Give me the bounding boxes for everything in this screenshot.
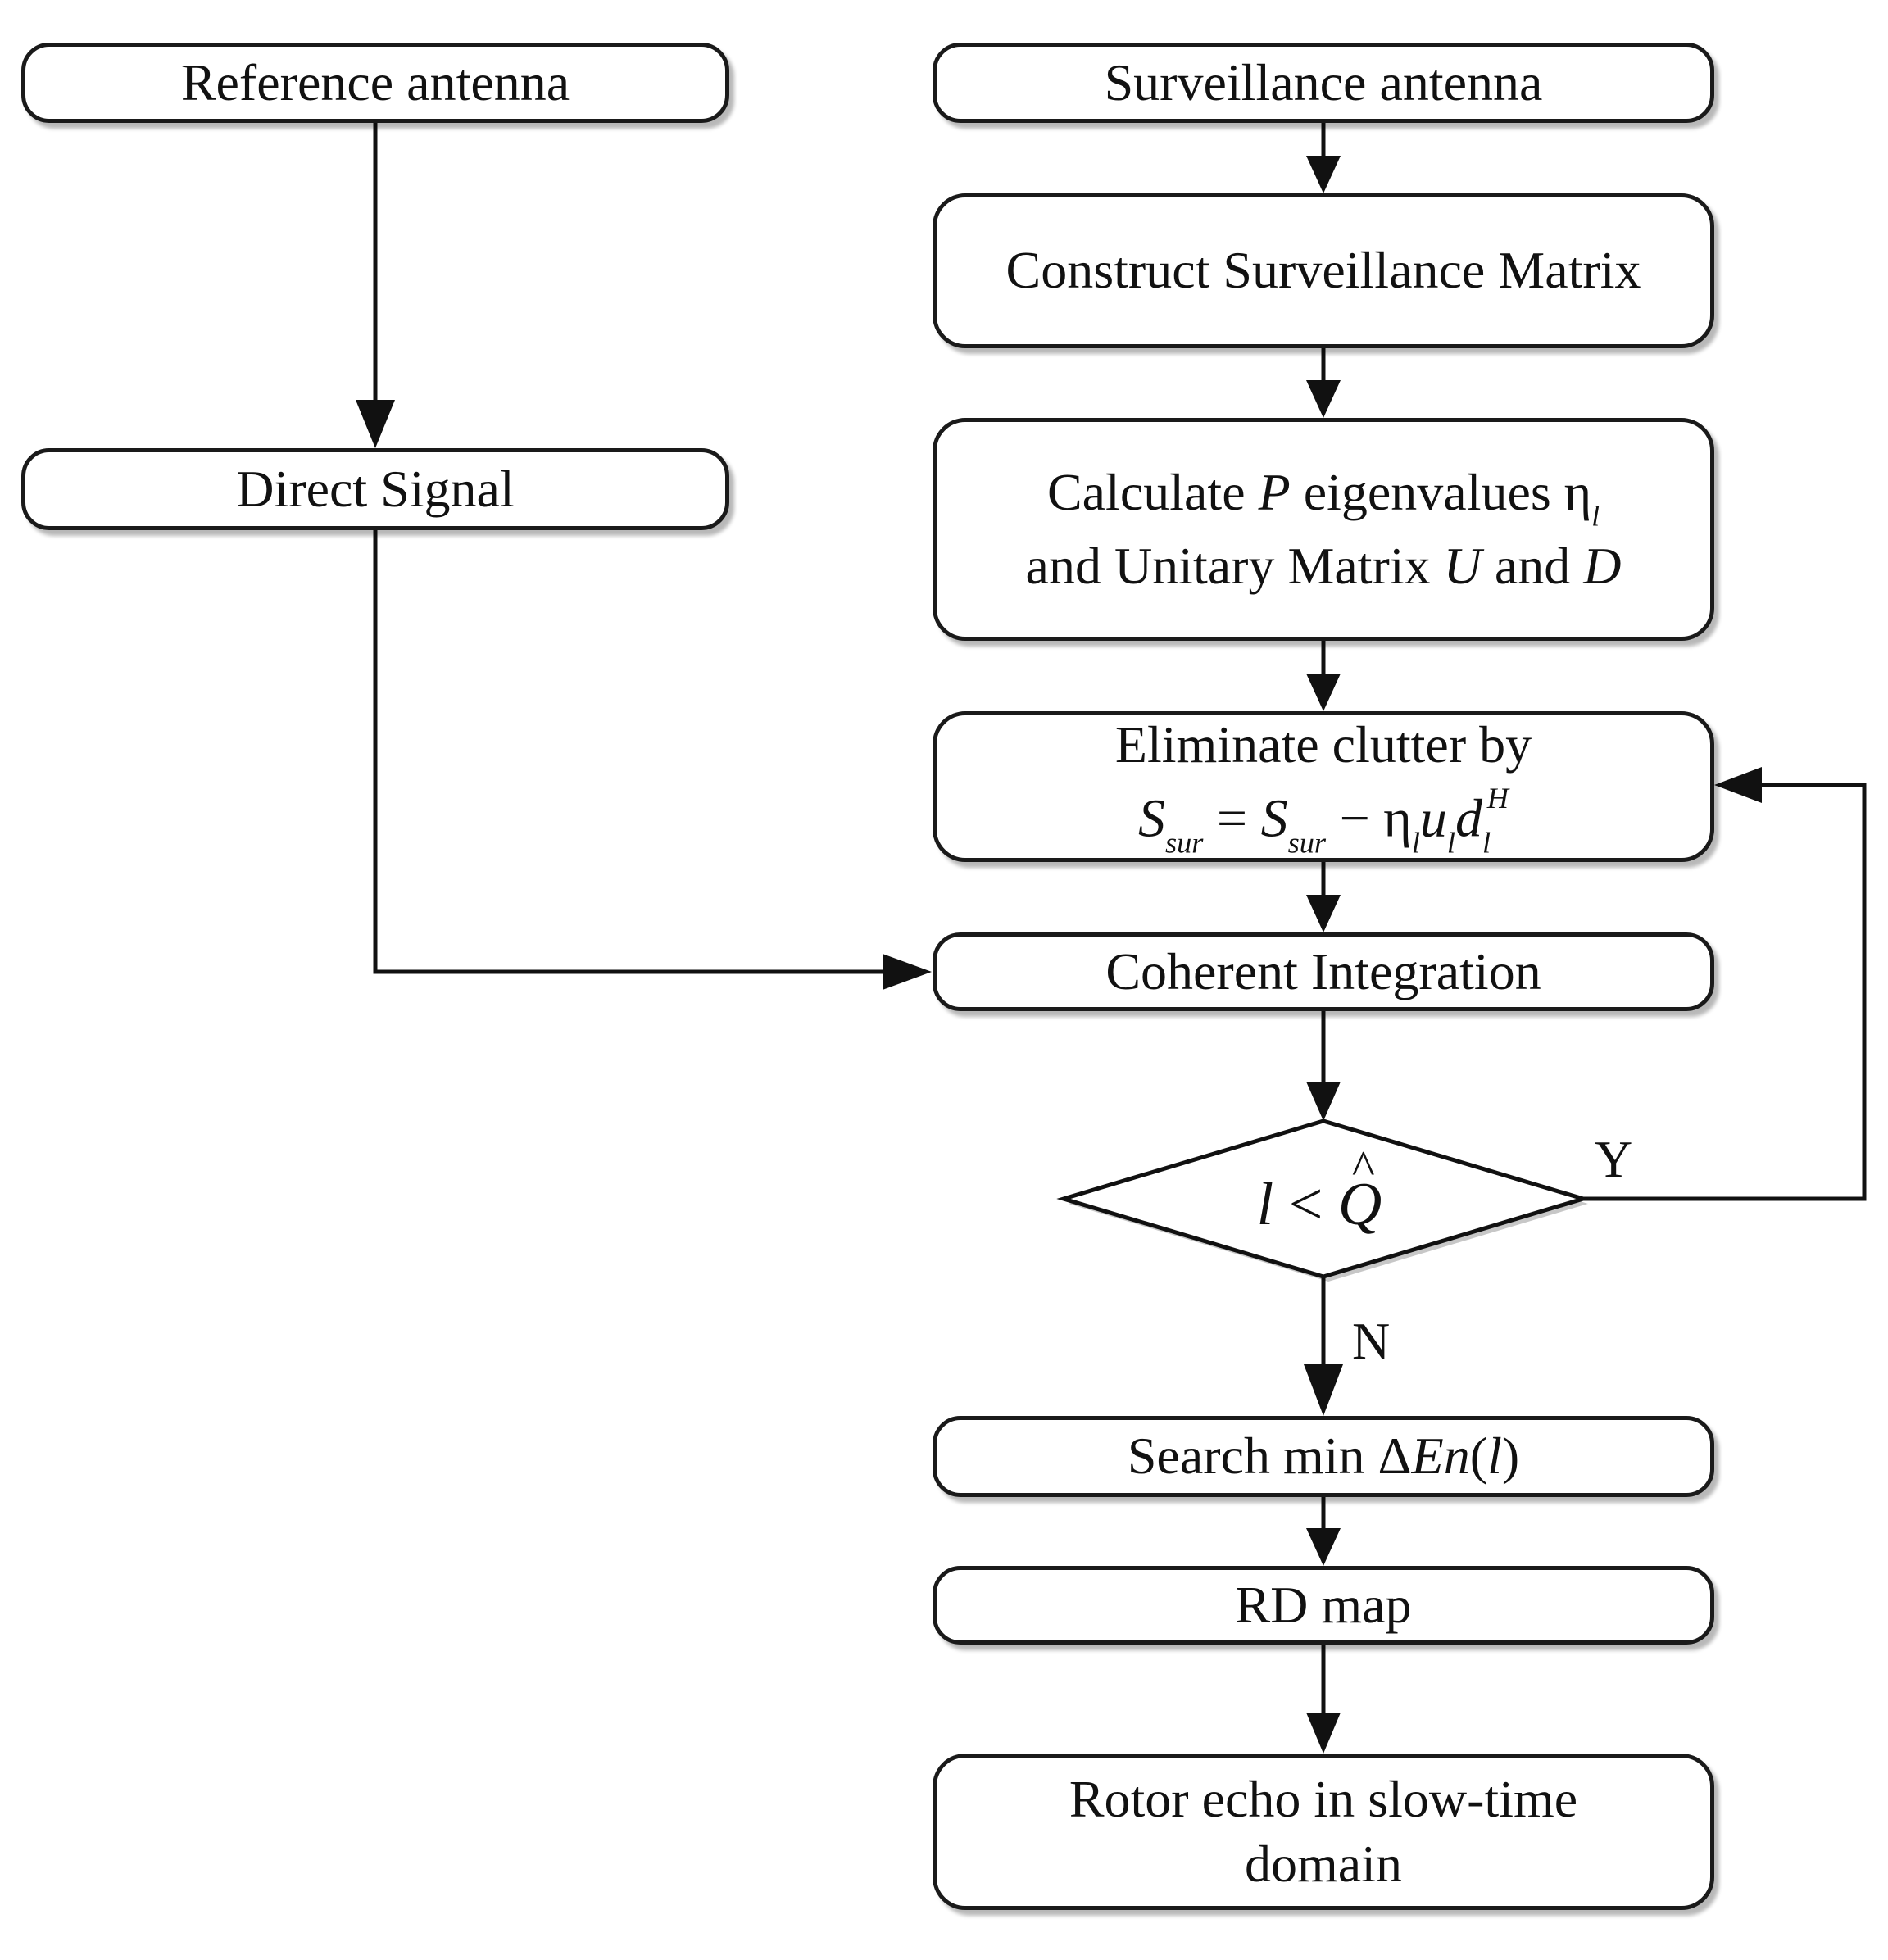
coherent-integration-label: Coherent Integration bbox=[1105, 941, 1541, 1000]
search-min-node: Search min ΔEn(l) bbox=[933, 1416, 1714, 1497]
calculate-prefix: Calculate bbox=[1046, 462, 1246, 521]
decision-q-hat: Q bbox=[1338, 1170, 1382, 1240]
calculate-line2: and Unitary Matrix U and D bbox=[1026, 534, 1622, 598]
arrowhead-decision bbox=[1306, 1082, 1341, 1121]
eta-subscript: l bbox=[1591, 500, 1600, 533]
edge-label-yes: Y bbox=[1595, 1130, 1633, 1188]
calculate-unitary: and Unitary Matrix bbox=[1025, 537, 1431, 596]
search-prefix: Search min bbox=[1127, 1427, 1365, 1486]
arrowhead-loop-back bbox=[1714, 767, 1762, 803]
coherent-integration-node: Coherent Integration bbox=[933, 932, 1714, 1011]
arrowhead-search bbox=[1304, 1364, 1343, 1416]
eq-d-sup: H bbox=[1486, 781, 1509, 814]
arrowhead-construct bbox=[1306, 156, 1341, 193]
decision-l: l bbox=[1256, 1170, 1274, 1238]
eq-d-sub: l bbox=[1482, 826, 1491, 860]
reference-antenna-label: Reference antenna bbox=[180, 52, 570, 111]
calculate-and: and bbox=[1494, 537, 1571, 596]
search-open: ( bbox=[1469, 1427, 1488, 1486]
eliminate-clutter-node: Eliminate clutter by Ssur = Ssur − ηluld… bbox=[933, 711, 1714, 862]
eliminate-line1: Eliminate clutter by bbox=[1114, 715, 1532, 774]
calculate-node: Calculate P eigenvalues ηl and Unitary M… bbox=[933, 418, 1714, 641]
rd-map-node: RD map bbox=[933, 1566, 1714, 1645]
eq-eta: η bbox=[1383, 788, 1412, 849]
eta-symbol: η bbox=[1564, 462, 1592, 521]
arrowhead-coherent-left bbox=[883, 954, 932, 990]
arrowhead-coherent-top bbox=[1306, 895, 1341, 932]
connectors bbox=[373, 123, 1867, 1713]
construct-matrix-node: Construct Surveillance Matrix bbox=[933, 193, 1714, 348]
search-min-label: Search min ΔEn(l) bbox=[1128, 1424, 1519, 1488]
direct-signal-node: Direct Signal bbox=[21, 448, 729, 530]
eq-sub-sur-left: sur bbox=[1165, 826, 1204, 860]
eq-s-right: S bbox=[1260, 788, 1288, 849]
edge-direct-to-coherent bbox=[373, 530, 889, 974]
arrowhead-direct bbox=[356, 400, 395, 448]
eq-equals: = bbox=[1216, 788, 1248, 849]
edge-label-no: N bbox=[1352, 1312, 1391, 1370]
arrowhead-rdmap bbox=[1306, 1528, 1341, 1566]
decision-diamond bbox=[1056, 1118, 1591, 1279]
construct-matrix-label: Construct Surveillance Matrix bbox=[1005, 241, 1641, 300]
rotor-echo-node: Rotor echo in slow-time domain bbox=[933, 1754, 1714, 1910]
var-u: U bbox=[1443, 537, 1482, 596]
var-p: P bbox=[1258, 462, 1291, 521]
search-close: ) bbox=[1501, 1427, 1520, 1486]
eq-u-sub: l bbox=[1446, 826, 1455, 860]
search-l: l bbox=[1487, 1427, 1502, 1486]
arrowheads bbox=[356, 156, 1762, 1754]
direct-signal-label: Direct Signal bbox=[236, 459, 515, 518]
surveillance-antenna-label: Surveillance antenna bbox=[1104, 52, 1543, 111]
arrowhead-calculate bbox=[1306, 380, 1341, 418]
arrowhead-eliminate bbox=[1306, 674, 1341, 711]
decision-less-than: < bbox=[1288, 1170, 1323, 1238]
eq-d: d bbox=[1455, 788, 1482, 849]
var-d: D bbox=[1583, 537, 1622, 596]
eq-minus: − bbox=[1339, 788, 1370, 849]
search-delta: Δ bbox=[1377, 1427, 1412, 1486]
arrowhead-rotor bbox=[1306, 1713, 1341, 1754]
calculate-line1: Calculate P eigenvalues ηl bbox=[1047, 461, 1600, 534]
rd-map-label: RD map bbox=[1235, 1575, 1412, 1634]
eq-sub-sur-right: sur bbox=[1287, 826, 1327, 860]
reference-antenna-node: Reference antenna bbox=[21, 43, 729, 123]
search-en: En bbox=[1411, 1427, 1470, 1486]
calculate-eigenvalues: eigenvalues bbox=[1303, 462, 1551, 521]
eq-s-left: S bbox=[1138, 788, 1166, 849]
edge-decision-yes-loop bbox=[1583, 783, 1867, 1201]
clutter-equation: Ssur = Ssur − ηluldlH bbox=[1138, 780, 1509, 861]
decision-condition: l < Q bbox=[1057, 1147, 1582, 1262]
eq-eta-sub: l bbox=[1411, 826, 1420, 860]
rotor-echo-line1: Rotor echo in slow-time bbox=[1069, 1770, 1578, 1829]
rotor-echo-line2: domain bbox=[1245, 1834, 1402, 1893]
eq-u: u bbox=[1419, 788, 1447, 849]
surveillance-antenna-node: Surveillance antenna bbox=[933, 43, 1714, 123]
